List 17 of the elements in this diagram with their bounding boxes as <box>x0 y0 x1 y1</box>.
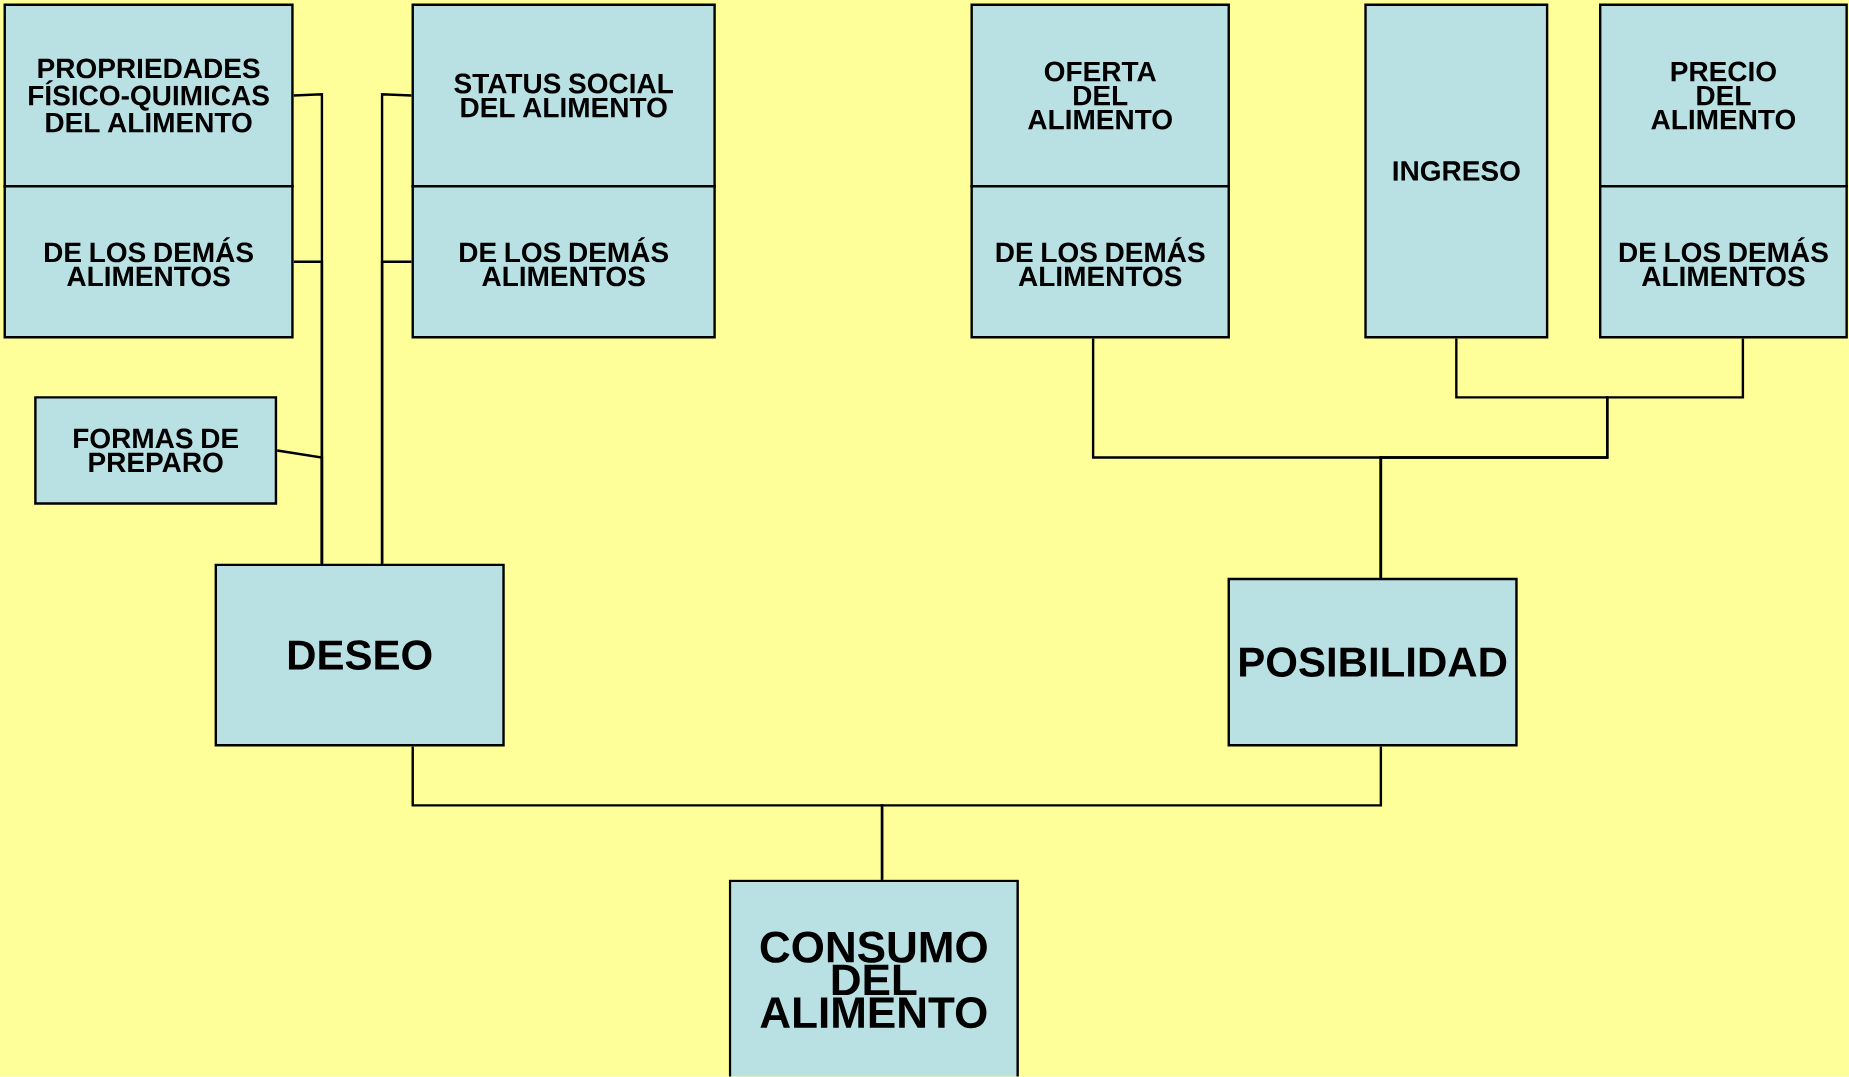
lower-box-section: DE LOS DEMÁS ALIMENTOS <box>3 185 294 339</box>
main-box: POSIBILIDAD <box>1227 577 1518 747</box>
lower-box-section: DE LOS DEMÁS ALIMENTOS <box>1599 185 1848 339</box>
result-box: CONSUMO DEL ALIMENTO <box>728 879 1019 1077</box>
lower-box-section: DE LOS DEMÁS ALIMENTOS <box>411 185 716 339</box>
connector-line <box>276 449 324 564</box>
upper-box-section: PROPRIEDADES FÍSICO-QUIMICAS DEL ALIMENTO <box>3 3 294 188</box>
upper-box-section: STATUS SOCIAL DEL ALIMENTO <box>411 3 716 188</box>
connector-line <box>380 260 412 564</box>
upper-box-section: PRECIO DEL ALIMENTO <box>1599 3 1848 188</box>
upper-box-section: OFERTA DEL ALIMENTO <box>970 3 1230 188</box>
connector-line <box>880 746 1383 880</box>
connector-line <box>1379 338 1745 578</box>
factor-box: INGRESO <box>1364 3 1549 339</box>
factor-box: FORMAS DE PREPARO <box>34 396 278 505</box>
main-box: DESEO <box>214 563 505 747</box>
lower-box-section: DE LOS DEMÁS ALIMENTOS <box>970 185 1230 339</box>
